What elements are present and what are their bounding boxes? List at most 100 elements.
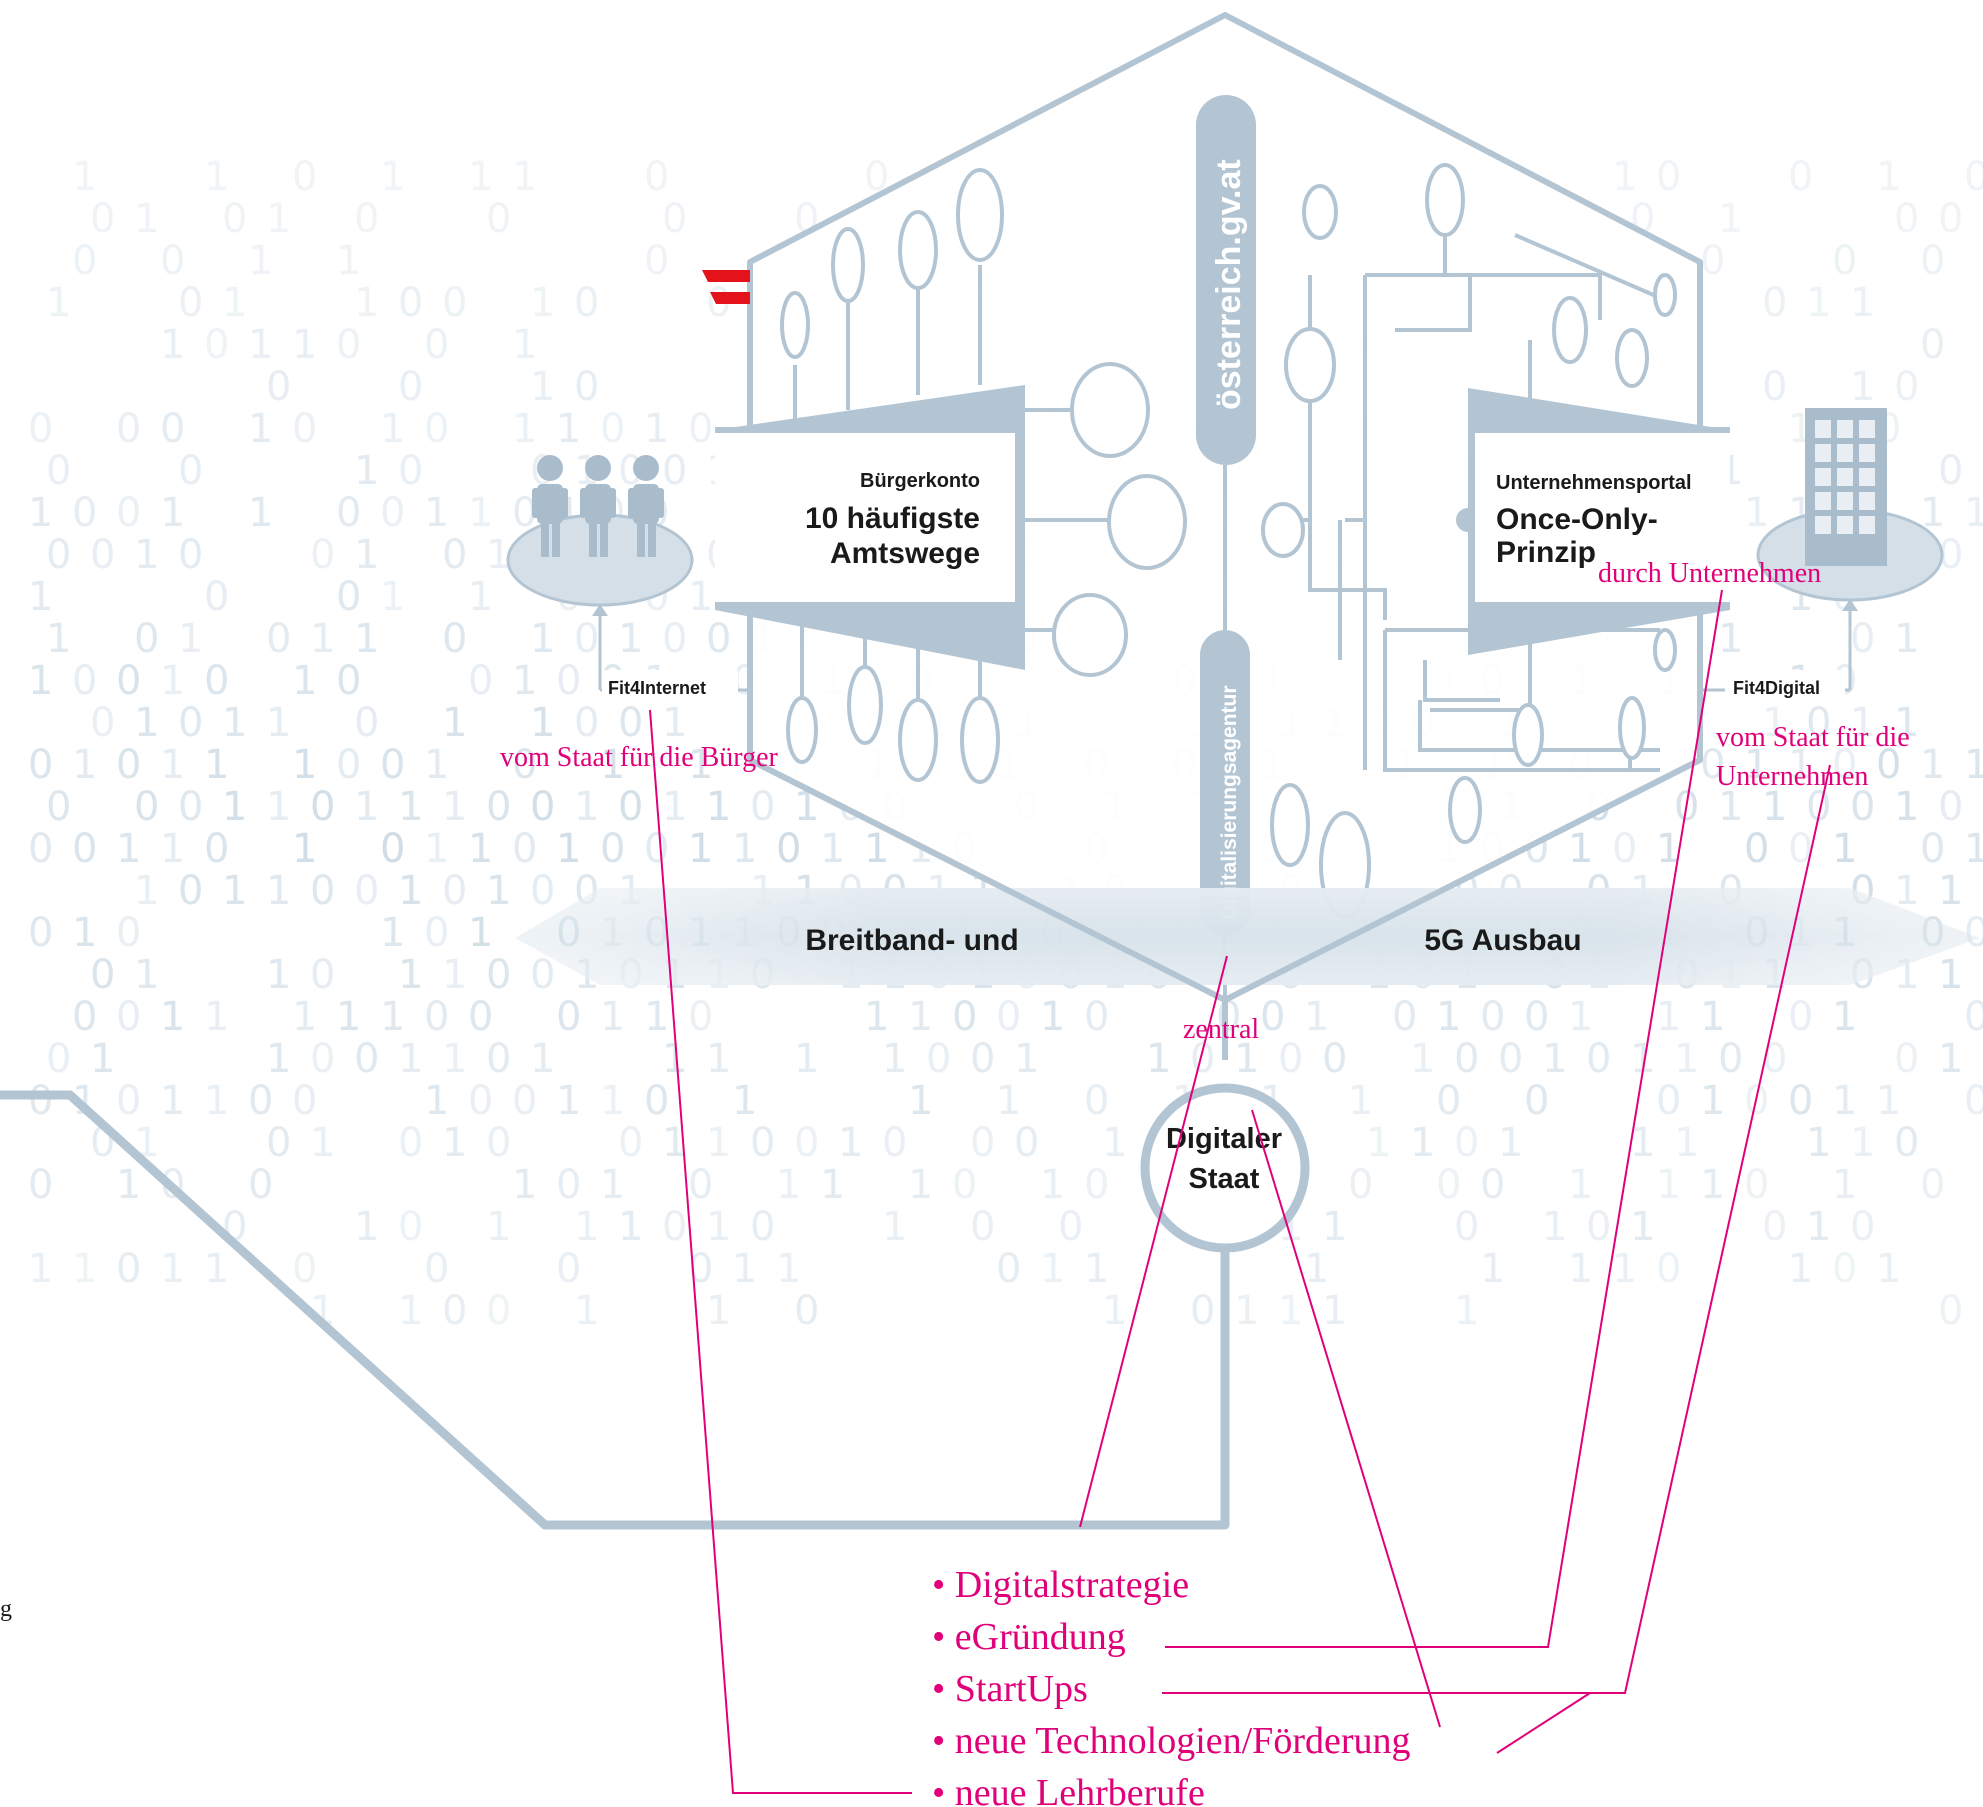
binary-digit: 0: [1524, 994, 1549, 1040]
binary-digit: 0: [116, 658, 141, 704]
binary-digit: 1: [1850, 1120, 1875, 1166]
binary-digit: 0: [1084, 994, 1109, 1040]
binary-digit: 1: [46, 616, 71, 662]
binary-digit: 0: [662, 196, 687, 242]
binary-digit: 0: [310, 868, 335, 914]
binary-digit: 0: [1278, 1036, 1303, 1082]
binary-digit: 1: [248, 406, 273, 452]
binary-digit: 0: [28, 406, 53, 452]
binary-digit: 0: [442, 1288, 467, 1334]
binary-digit: 1: [222, 700, 247, 746]
binary-digit: 1: [354, 280, 379, 326]
binary-digit: 1: [354, 532, 379, 578]
binary-digit: 1: [292, 322, 317, 368]
binary-digit: 1: [706, 1204, 731, 1250]
binary-digit: 1: [512, 1162, 537, 1208]
binary-digit: 1: [1102, 1288, 1127, 1334]
company-building-icon: [1700, 408, 1944, 692]
binary-digit: 1: [1832, 994, 1857, 1040]
binary-digit: 0: [556, 994, 581, 1040]
binary-digit: 0: [574, 364, 599, 410]
edge-fragment-text: g: [0, 1596, 12, 1622]
binary-digit: 0: [486, 784, 511, 830]
binary-digit: 0: [442, 616, 467, 662]
binary-digit: 0: [116, 910, 141, 956]
binary-digit: 1: [72, 910, 97, 956]
binary-digit: 1: [424, 1078, 449, 1124]
binary-digit: 0: [970, 1204, 995, 1250]
binary-digit: 1: [1718, 616, 1743, 662]
binary-digit: 0: [442, 868, 467, 914]
binary-digit: 1: [1348, 1078, 1373, 1124]
binary-digit: 1: [512, 154, 537, 200]
binary-digit: 0: [292, 154, 317, 200]
binary-digit: 1: [574, 1288, 599, 1334]
oesterreich-gv-at-label: österreich.gv.at: [1210, 159, 1248, 410]
business-portal-title-line2: Prinzip: [1496, 536, 1596, 569]
binary-digit: 0: [336, 322, 361, 368]
circuit-right-nodes: [1261, 163, 1677, 919]
binary-digit: 0: [574, 616, 599, 662]
binary-digit: 1: [160, 1078, 185, 1124]
binary-digit: 1: [512, 406, 537, 452]
annotation-lines: [649, 589, 1831, 1794]
binary-digit: 0: [1216, 994, 1241, 1040]
binary-digit: 0: [1014, 1120, 1039, 1166]
binary-digit: 1: [204, 154, 229, 200]
binary-digit: 0: [28, 1078, 53, 1124]
binary-digit: 1: [1542, 1204, 1567, 1250]
annotation-central: zentral: [1183, 1014, 1259, 1045]
binary-digit: 0: [116, 742, 141, 788]
binary-digit: 1: [204, 994, 229, 1040]
binary-digit: 0: [1788, 826, 1813, 872]
binary-digit: 0: [178, 700, 203, 746]
binary-digit: 1: [556, 1078, 581, 1124]
binary-digit: 0: [1744, 826, 1769, 872]
list-item: • neue Lehrberufe: [932, 1772, 1205, 1807]
binary-digit: 0: [178, 868, 203, 914]
circuit-right: [1285, 233, 1666, 772]
binary-digit: 0: [1260, 994, 1285, 1040]
binary-digit: 1: [1454, 1288, 1479, 1334]
binary-digit: 0: [1938, 1288, 1963, 1334]
binary-digit: 1: [662, 700, 687, 746]
binary-digit: 0: [662, 616, 687, 662]
binary-digit: 0: [160, 238, 185, 284]
binary-digit: 0: [248, 1078, 273, 1124]
binary-digit: 0: [178, 448, 203, 494]
binary-digit: 1: [380, 406, 405, 452]
binary-digit: 1: [1568, 1162, 1593, 1208]
binary-digit: 1: [1234, 1036, 1259, 1082]
citizen-account-title-line2: Amtswege: [830, 537, 980, 570]
binary-digit: 1: [794, 1036, 819, 1082]
binary-digit: 0: [1894, 364, 1919, 410]
binary-digit: 1: [600, 1162, 625, 1208]
business-portal-kicker: Unternehmensportal: [1496, 472, 1692, 494]
binary-digit: 0: [530, 868, 555, 914]
binary-digit: 0: [90, 952, 115, 998]
binary-digit: 0: [1392, 994, 1417, 1040]
binary-digit: 0: [354, 868, 379, 914]
binary-digit: 1: [1964, 826, 1983, 872]
binary-digit: 0: [336, 490, 361, 536]
binary-digit: 0: [72, 994, 97, 1040]
binary-digit: 0: [46, 532, 71, 578]
binary-digit: 1: [644, 406, 669, 452]
binary-digit: 1: [1656, 994, 1681, 1040]
binary-digit: 1: [380, 910, 405, 956]
binary-digit: 0: [1058, 1204, 1083, 1250]
binary-digit: 1: [134, 952, 159, 998]
binary-digit: 0: [512, 826, 537, 872]
binary-digit: 0: [970, 1036, 995, 1082]
binary-digit: 1: [864, 994, 889, 1040]
binary-digit: 1: [882, 1204, 907, 1250]
binary-digit: 1: [442, 700, 467, 746]
binary-digit: 0: [600, 826, 625, 872]
binary-digit: 0: [512, 1078, 537, 1124]
binary-digit: 0: [1894, 1036, 1919, 1082]
binary-digit: 1: [72, 742, 97, 788]
binary-digit: 0: [644, 1078, 669, 1124]
binary-digit: 1: [732, 1078, 757, 1124]
binary-digit: 0: [28, 910, 53, 956]
binary-digit: 1: [864, 826, 889, 872]
